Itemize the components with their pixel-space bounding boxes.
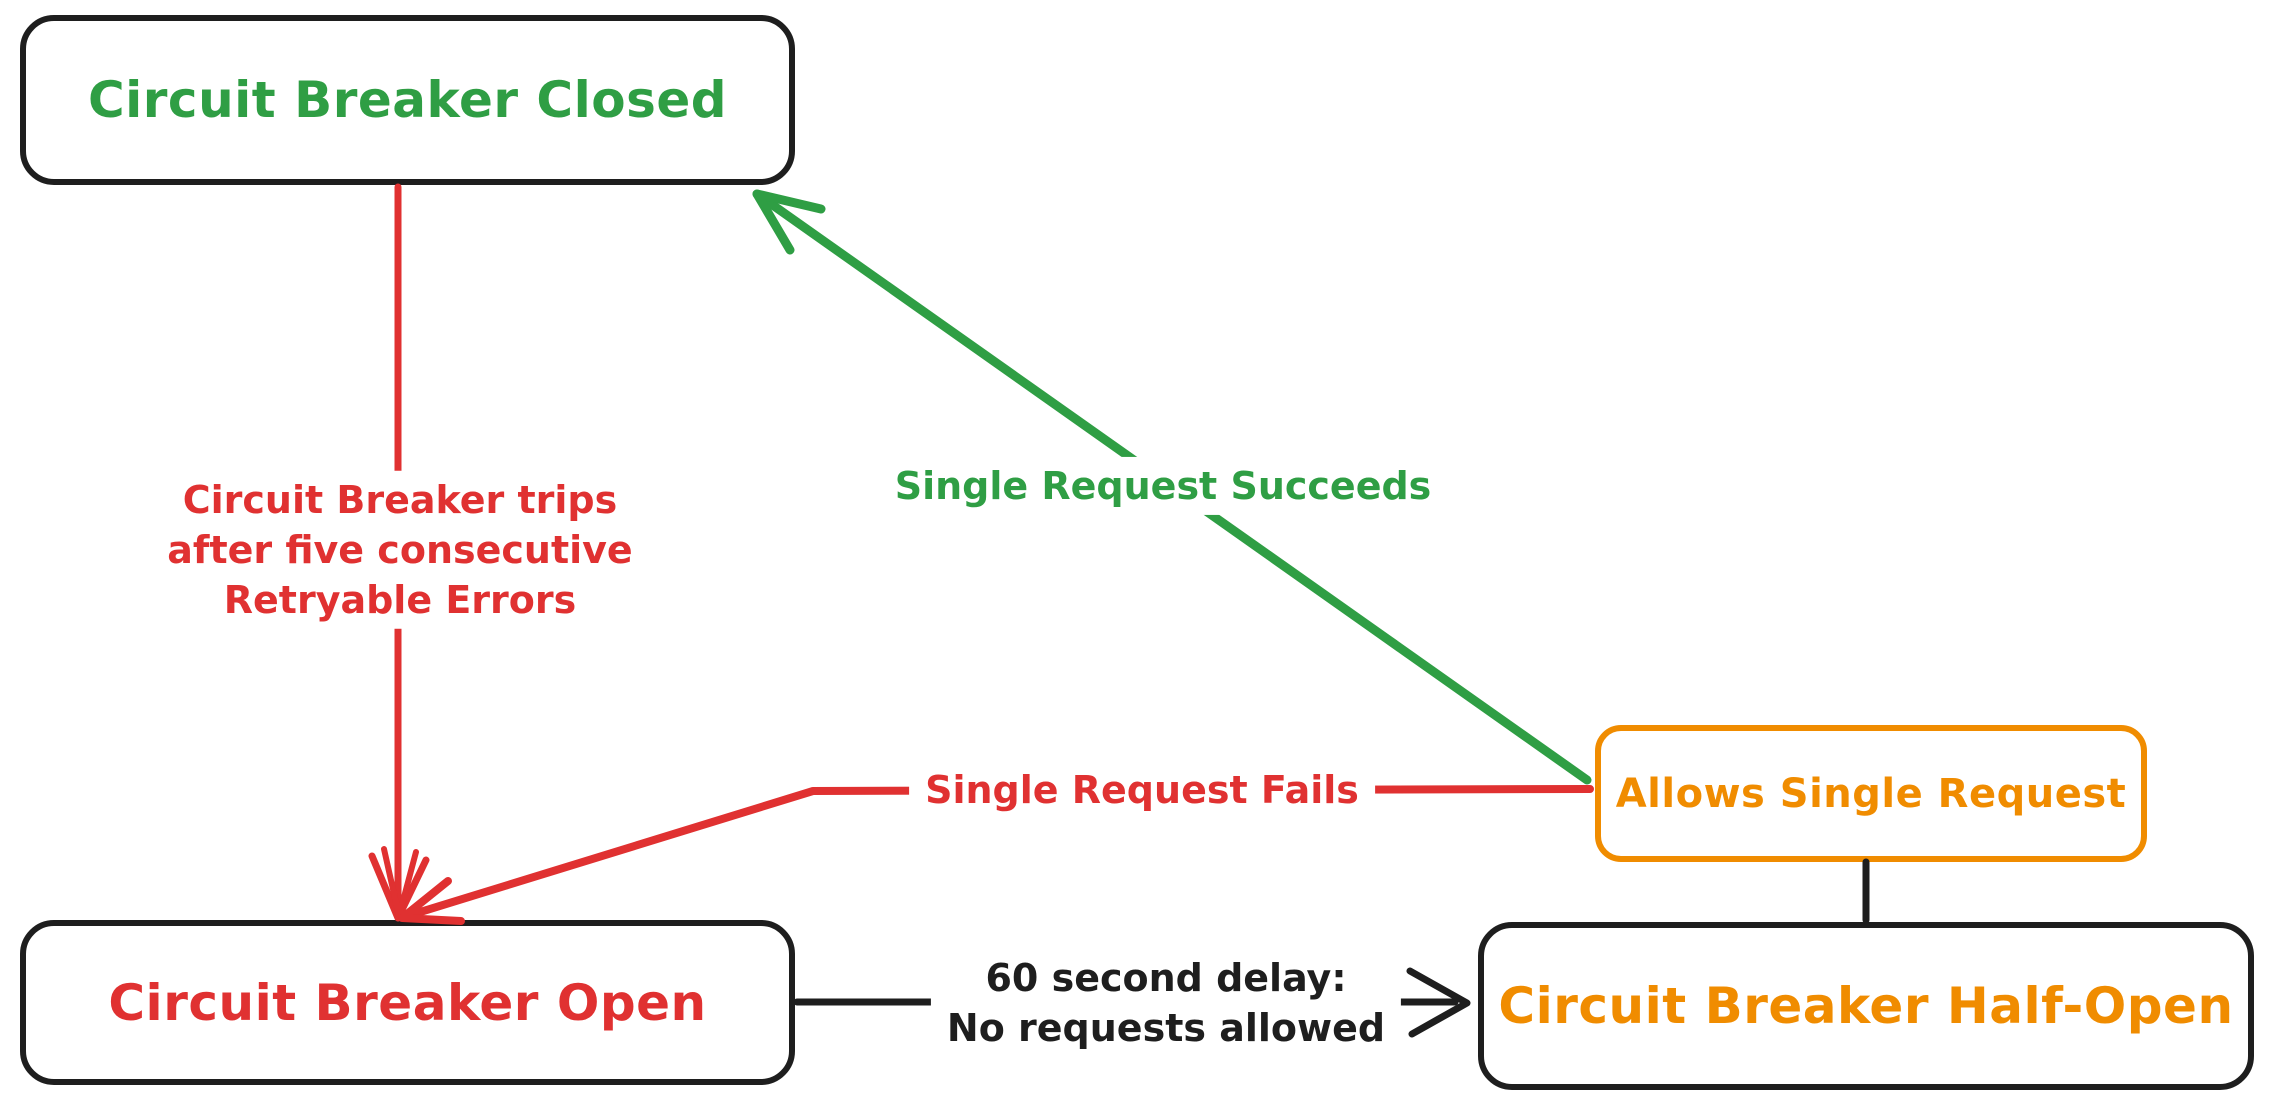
edge-delay-label-line2: No requests allowed (946, 1006, 1386, 1050)
edge-fails-arrowhead (398, 877, 465, 925)
node-circuit-breaker-half-open-label: Circuit Breaker Half-Open (1498, 977, 2234, 1035)
node-circuit-breaker-open-label: Circuit Breaker Open (108, 973, 707, 1032)
node-circuit-breaker-half-open: Circuit Breaker Half-Open (1478, 922, 2254, 1090)
node-allows-single-request: Allows Single Request (1595, 725, 2147, 862)
edge-succeeds-arrowhead (752, 189, 826, 255)
edge-trips-label-line1: Circuit Breaker trips (182, 477, 618, 522)
node-circuit-breaker-closed-label: Circuit Breaker Closed (87, 71, 728, 129)
node-circuit-breaker-open: Circuit Breaker Open (20, 920, 795, 1085)
node-circuit-breaker-closed: Circuit Breaker Closed (20, 15, 795, 185)
edge-delay-label-line1: 60 second delay: (985, 955, 1347, 1000)
edge-fails-label: Single Request Fails (909, 760, 1375, 820)
edge-succeeds-label: Single Request Succeeds (878, 456, 1448, 516)
edge-delay-arrowhead (1406, 967, 1471, 1038)
edge-trips-label-line2: after five consecutive (167, 527, 633, 572)
node-allows-single-request-label: Allows Single Request (1615, 770, 2127, 817)
edge-delay-label: 60 second delay: No requests allowed (930, 948, 1402, 1058)
edge-trips-label: Circuit Breaker trips after five consecu… (151, 470, 649, 630)
edge-trips-label-line3: Retryable Errors (223, 578, 577, 623)
